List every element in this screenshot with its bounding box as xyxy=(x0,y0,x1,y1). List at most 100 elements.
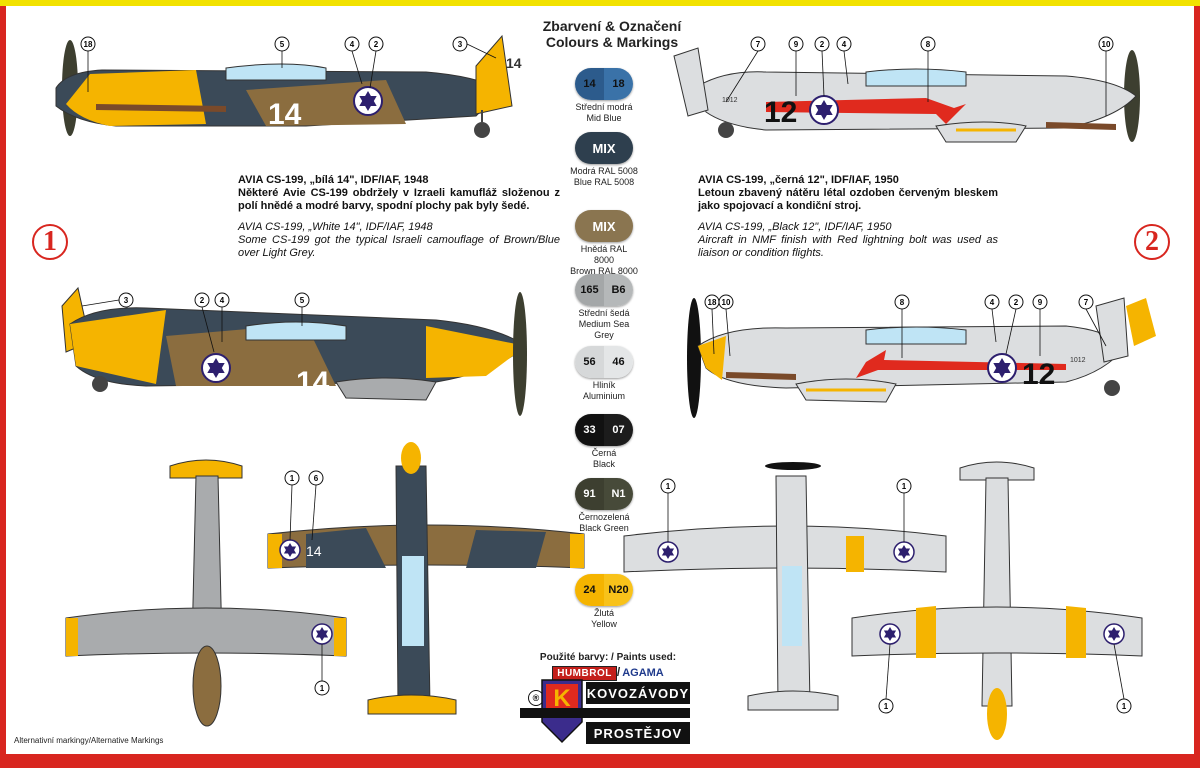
paints-separator: / xyxy=(616,665,621,679)
scheme-2-heading-cz: AVIA CS-199, „černá 12", IDF/IAF, 1950 xyxy=(698,174,899,186)
svg-text:9: 9 xyxy=(794,40,799,49)
colour-pill-mix: MIX xyxy=(575,132,633,164)
scheme-1-heading-cz: AVIA CS-199, „bílá 14", IDF/IAF, 1948 xyxy=(238,174,429,186)
colour-swatch-aluminium: 56 46 Hliník Aluminium xyxy=(570,346,638,402)
colour-name-cz: Hnědá RAL 8000 xyxy=(580,244,628,265)
callout-9-a2: 9 xyxy=(788,36,804,96)
svg-text:10: 10 xyxy=(1102,40,1111,49)
aircraft1-code-top: 14 xyxy=(268,98,302,131)
callout-4-a1b: 4 xyxy=(214,292,230,342)
colour-code-b: 18 xyxy=(604,68,633,100)
colour-code-a: 56 xyxy=(575,346,604,378)
callout-8-a2b: 8 xyxy=(894,294,910,358)
colour-name-cz: Černá xyxy=(591,448,617,458)
colour-swatch-mid-blue: 14 18 Střední modrá Mid Blue xyxy=(570,68,638,124)
svg-text:7: 7 xyxy=(1084,298,1089,307)
callout-1-plan1a: 1 xyxy=(284,470,300,541)
colour-code-a: 33 xyxy=(575,414,604,446)
svg-text:6: 6 xyxy=(314,474,319,483)
colour-code-a: 165 xyxy=(575,274,604,306)
colour-swatch-brown-ral: MIX Hnědá RAL 8000 Brown RAL 8000 xyxy=(570,210,638,277)
alternative-markings-note: Alternativní markingy/Alternative Markin… xyxy=(14,736,164,745)
scheme-2-badge: 2 xyxy=(1134,224,1170,260)
brand-stripe xyxy=(520,708,690,718)
sheet-title: Zbarvení & Označení Colours & Markings xyxy=(504,18,720,50)
aircraft1-profile-left: 14 14 xyxy=(55,34,522,138)
scheme-2-text-cz: Letoun zbavený nátěru létal ozdoben červ… xyxy=(698,187,998,212)
scheme-2-text-en: Aircraft in NMF finish with Red lightnin… xyxy=(698,234,998,259)
svg-text:9: 9 xyxy=(1038,298,1043,307)
svg-text:4: 4 xyxy=(990,298,995,307)
callout-1-plan2c: 1 xyxy=(878,643,894,714)
scheme-1-description: AVIA CS-199, „bílá 14", IDF/IAF, 1948 Ně… xyxy=(238,174,560,260)
aircraft2-code-top: 12 xyxy=(764,96,797,129)
svg-text:10: 10 xyxy=(722,298,731,307)
colour-name-en: Black xyxy=(592,459,615,469)
colour-code-b: 07 xyxy=(604,414,633,446)
callout-18-a1: 18 xyxy=(80,36,96,92)
svg-text:3: 3 xyxy=(124,296,129,305)
svg-text:1: 1 xyxy=(884,702,889,711)
colour-code-b: 46 xyxy=(604,346,633,378)
aircraft2-profile-left: 12 1012 xyxy=(687,297,1156,418)
aircraft2-code-side: 12 xyxy=(1022,358,1055,391)
colour-swatch-medium-sea-grey: 165 B6 Střední šedá Medium Sea Grey xyxy=(570,274,638,341)
colour-pill: 56 46 xyxy=(575,346,633,378)
title-english: Colours & Markings xyxy=(545,34,679,50)
callout-2-a2b: 2 xyxy=(1005,294,1024,355)
markings-sheet: 14 14 12 1012 xyxy=(6,6,1194,754)
colour-code-b: N20 xyxy=(604,574,633,606)
callout-2-a2: 2 xyxy=(814,36,830,97)
colour-swatch-black-green: 91 N1 Černozelená Black Green xyxy=(570,478,638,534)
colour-name-en: Black Green xyxy=(579,523,629,533)
colour-name-en: Brown RAL 8000 xyxy=(570,266,638,276)
paints-label: Použité barvy: / Paints used: xyxy=(539,652,677,663)
colour-name-en: Aluminium xyxy=(582,391,625,401)
svg-text:7: 7 xyxy=(756,40,761,49)
colour-swatch-black: 33 07 Černá Black xyxy=(570,414,638,470)
colour-pill: 14 18 xyxy=(575,68,633,100)
aircraft2-topside-plan xyxy=(623,462,947,711)
svg-text:1: 1 xyxy=(902,482,907,491)
callout-5-a1b: 5 xyxy=(294,292,310,326)
callout-7-a2b: 7 xyxy=(1078,294,1107,347)
svg-text:14: 14 xyxy=(506,55,522,71)
scheme-1-heading-en: AVIA CS-199, „White 14", IDF/IAF, 1948 xyxy=(238,221,433,233)
callout-7-a2: 7 xyxy=(725,36,766,103)
colour-name-cz: Střední šedá xyxy=(578,308,630,318)
colour-name-cz: Modrá RAL 5008 xyxy=(570,166,638,176)
svg-text:5: 5 xyxy=(300,296,305,305)
colour-code-a: 24 xyxy=(575,574,604,606)
svg-text:14: 14 xyxy=(306,543,322,559)
svg-text:4: 4 xyxy=(220,296,225,305)
callout-10-a2b: 10 xyxy=(718,294,734,357)
svg-text:2: 2 xyxy=(200,296,205,305)
callout-4-a2: 4 xyxy=(836,36,852,85)
scheme-1-text-en: Some CS-199 got the typical Israeli camo… xyxy=(238,234,560,259)
aircraft1-topside-plan: 14 xyxy=(267,442,585,715)
aircraft-artwork: 14 14 12 1012 xyxy=(55,34,1156,740)
callout-4-a1: 4 xyxy=(344,36,363,85)
colour-name-en: Mid Blue xyxy=(586,113,622,123)
callout-2-a1b: 2 xyxy=(194,292,215,353)
svg-text:1: 1 xyxy=(290,474,295,483)
svg-text:8: 8 xyxy=(926,40,931,49)
callout-3-a1: 3 xyxy=(452,36,497,59)
colour-code-b: B6 xyxy=(604,274,633,306)
scheme-2-description: AVIA CS-199, „černá 12", IDF/IAF, 1950 L… xyxy=(698,174,998,260)
colour-name-cz: Žlutá xyxy=(593,608,614,618)
callout-9-a2b: 9 xyxy=(1032,294,1048,356)
colour-swatch-blue-ral: MIX Modrá RAL 5008 Blue RAL 5008 xyxy=(570,132,638,188)
colour-pill: 33 07 xyxy=(575,414,633,446)
colour-pill: 165 B6 xyxy=(575,274,633,306)
callout-1-plan2d: 1 xyxy=(1113,643,1132,714)
aircraft2-underside-plan xyxy=(851,461,1143,740)
aircraft2-tail-code-top: 1012 xyxy=(722,97,738,104)
colour-name-en: Yellow xyxy=(591,619,617,629)
callout-2-a1: 2 xyxy=(368,36,384,89)
colour-pill: 24 N20 xyxy=(575,574,633,606)
colour-pill: 91 N1 xyxy=(575,478,633,510)
callout-10-a2: 10 xyxy=(1098,36,1114,116)
agama-logo: AGAMA xyxy=(622,667,664,679)
colour-swatch-yellow: 24 N20 Žlutá Yellow xyxy=(570,574,638,630)
